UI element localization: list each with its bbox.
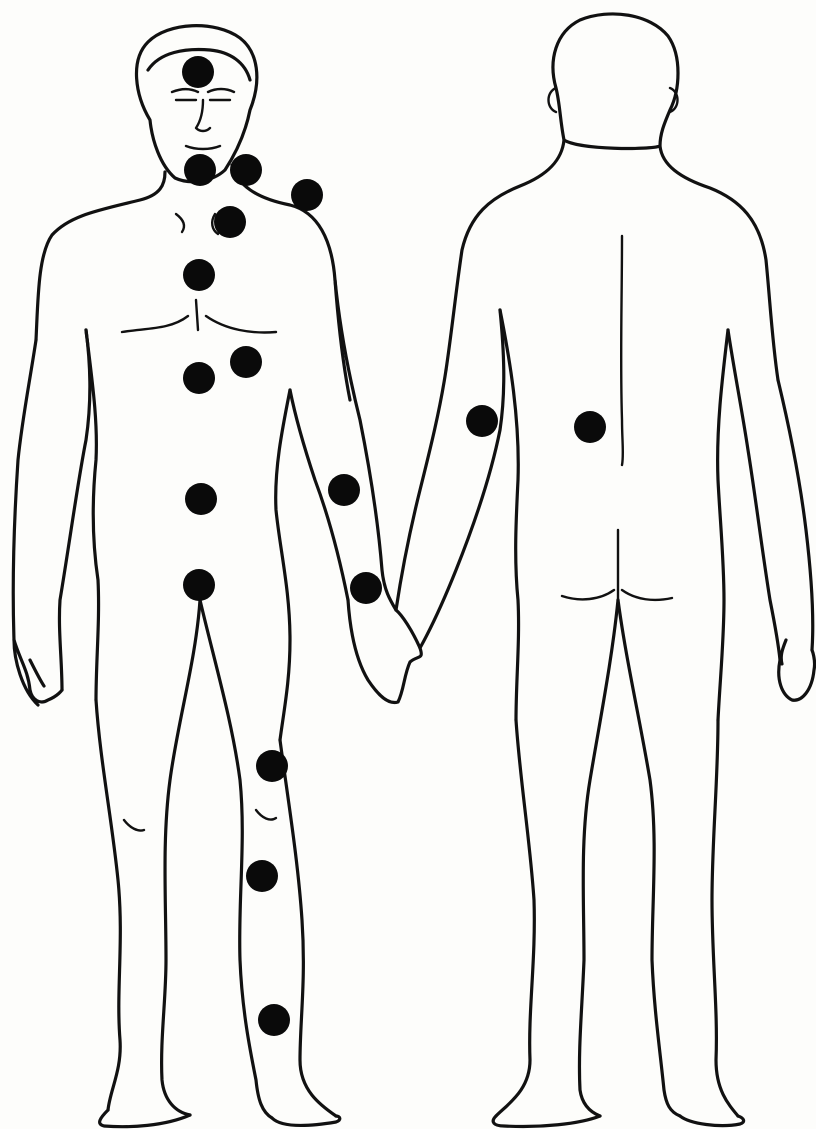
back-ears [549,88,678,112]
marker-knee-right [256,750,288,782]
front-collar-bone [176,214,218,234]
marker-shoulder-right [291,179,323,211]
front-eyebrows [172,89,234,92]
front-left-leg-outer [96,700,120,1110]
front-body-details [122,89,276,831]
marker-forearm-right [328,474,360,506]
marker-chest-right [230,346,262,378]
front-mouth [186,146,220,149]
marker-lower-sternum [183,362,215,394]
front-figure [13,26,421,1127]
front-torso-left [86,330,99,700]
back-right-arm-outer [778,380,813,650]
back-figure [396,14,815,1127]
marker-back-upper-arm-left [466,405,498,437]
back-head-outline [553,14,678,149]
marker-lower-back [574,411,606,443]
front-knee-right [256,810,276,820]
marker-upper-chest [214,206,246,238]
back-left-arm-inner [420,310,504,648]
back-torso-right [718,330,728,720]
front-knee-left [124,820,144,831]
back-right-leg-outer [712,720,738,1116]
front-left-neck-shoulder [36,172,165,340]
back-left-arm-outer [396,370,446,610]
front-left-hand [14,640,62,702]
back-body-details [549,88,678,600]
marker-forehead [182,56,214,88]
back-spine-line [621,236,623,465]
front-torso-right [276,390,290,740]
marker-groin [183,569,215,601]
front-left-leg-inner [162,600,200,1115]
marker-ankle-right [258,1004,290,1036]
marker-wrist-right [350,572,382,604]
back-body-outline [396,14,815,1127]
front-right-leg-outer [280,740,336,1116]
front-right-foot [272,1116,340,1125]
marker-chin [184,154,216,186]
back-right-leg-inner [618,600,680,1116]
back-left-leg-inner [579,600,618,1116]
front-sternum-line [196,300,198,330]
marker-abdomen [185,483,217,515]
back-markers [466,405,606,443]
back-left-foot [493,1116,600,1127]
front-left-arm-inner [59,330,89,690]
back-right-arm-inner [728,330,780,660]
front-nose [196,100,210,131]
back-right-foot [680,1116,744,1126]
back-right-hand [779,640,815,700]
front-left-foot [100,1110,190,1127]
marker-shin-right [246,860,278,892]
marker-neck-right [230,154,262,186]
marker-sternum [183,259,215,291]
back-right-shoulder [660,146,778,380]
back-left-leg-outer [496,720,534,1116]
front-right-leg-inner [200,600,272,1118]
front-right-hand [348,600,421,703]
front-right-arm-outer [335,280,396,610]
